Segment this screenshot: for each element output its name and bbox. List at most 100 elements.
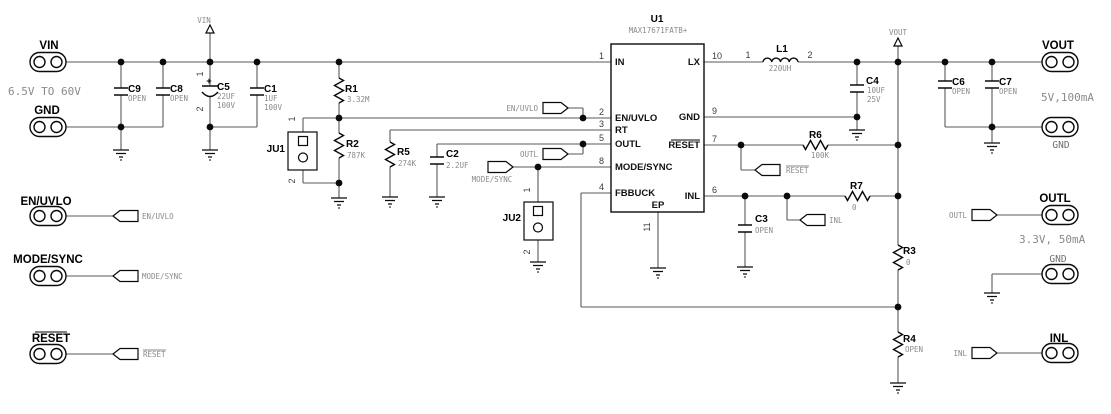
port-gnd-right-1: GND [1041,116,1079,151]
resistor-r6: R6 100K [802,130,830,160]
c8-value: OPEN [170,94,188,103]
c9-value: OPEN [128,94,146,103]
ju1-pin1: 1 [287,116,297,121]
port-en-uvlo-net-label: EN/UVLO [142,212,174,221]
r3-value: 0 [906,258,911,267]
r4-value: OPEN [905,345,923,354]
c4-value2: 25V [867,95,881,104]
c1-ref: C1 [264,84,277,95]
port-gnd-right-1-label: GND [1052,140,1069,151]
port-vin-label: VIN [39,40,58,52]
capacitor-c7: C7 OPEN [985,77,1017,96]
jumper-ju2: JU2 1 2 [503,187,554,255]
r4-ref: R4 [903,334,916,345]
c5-value1: 22UF [217,92,236,101]
ju1-ref: JU1 [267,144,286,155]
u1-pin-outl: OUTL [615,139,641,150]
u1-pin-modesync: MODE/SYNC [615,162,673,173]
jumper-ju1: JU1 1 2 [267,116,318,184]
resistor-r4: R4 OPEN [892,331,923,358]
port-en-uvlo: EN/UVLO EN/UVLO [20,196,174,227]
c3-value: OPEN [755,226,773,235]
u1-pin3-num: 3 [599,119,604,129]
capacitor-c5: + C5 22UF 100V 1 2 [195,71,236,111]
u1-pin-fbbuck: FBBUCK [615,188,655,199]
u1-pin7-num: 7 [712,134,717,144]
net-tag-mode-sync-label: MODE/SYNC [472,175,513,184]
port-outl-label: OUTL [1039,193,1070,205]
r1-value: 3.32M [347,95,370,104]
port-reset-net-label: RESET [143,350,166,359]
l1-value: 220UH [769,64,792,73]
net-tag-inl: INL [799,213,843,227]
outl-rating: 3.3V, 50mA [1019,233,1086,246]
port-reset-label: RESET [32,333,70,345]
u1-pin8-num: 8 [599,156,604,166]
u1-ref: U1 [651,14,664,25]
ground-symbols [113,129,1000,394]
u1-pin5-num: 5 [599,133,604,143]
c5-pin2: 2 [195,106,205,111]
c4-ref: C4 [866,76,879,87]
ju2-pin1: 1 [522,187,532,192]
net-tag-reset-label: RESET [786,166,809,175]
net-tag-reset: RESET [754,163,809,177]
c5-ref: C5 [217,82,230,93]
l1-ref: L1 [776,44,788,55]
port-en-uvlo-label: EN/UVLO [20,196,71,208]
u1-pin2-num: 2 [599,107,604,117]
r5-value: 274K [398,159,417,168]
r5-ref: R5 [397,147,410,158]
capacitor-c2: C2 2.2UF [430,149,469,170]
u1-pin-in: IN [615,57,625,68]
net-tag-mode-sync: MODE/SYNC [472,160,514,184]
c5-polarity-plus: + [206,76,211,86]
port-vout-label: VOUT [1042,40,1074,52]
ju2-ref: JU2 [503,213,522,224]
capacitor-c9: C9 OPEN [114,84,146,103]
resistor-r7: R7 0 [844,181,871,212]
c4-value1: 10UF [867,86,886,95]
r7-ref: R7 [850,181,863,192]
r6-value: 100K [811,151,830,160]
resistor-r5: R5 274K [384,141,417,168]
u1-pin-lx: LX [688,57,701,68]
port-inl-label: INL [1050,333,1069,345]
port-mode-sync-net-label: MODE/SYNC [142,272,183,281]
c5-value2: 100V [217,101,236,110]
capacitor-c8: C8 OPEN [156,84,188,103]
net-tag-outl-label: OUTL [520,150,539,159]
vin-power-flag: VIN [197,16,215,34]
port-mode-sync: MODE/SYNC MODE/SYNC [13,254,183,287]
c8-ref: C8 [170,84,183,95]
l1-pin1: 1 [745,50,750,60]
u1-pin6-num: 6 [712,185,717,195]
r7-value: 0 [852,203,857,212]
ju1-pin2: 2 [287,178,297,183]
port-inl: INL INL [953,333,1079,364]
net-tag-inl-label: INL [829,216,843,225]
capacitor-c3: C3 OPEN [738,214,773,235]
net-tag-en-uvlo-label: EN/UVLO [506,104,538,113]
c1-value1: 1UF [264,94,278,103]
u1-pin1-num: 1 [599,51,604,61]
u1-pin-rt: RT [615,125,628,136]
ic-u1: U1 MAX17671FATB+ 1 2 3 5 8 4 IN EN/UVLO … [599,14,722,232]
c6-ref: C6 [952,77,965,88]
inductor-l1: L1 220UH 1 2 [745,44,812,73]
port-outl: OUTL OUTL 3.3V, 50mA [949,193,1086,246]
r1-ref: R1 [345,84,358,95]
port-vout: VOUT 5V,100mA [1041,40,1094,104]
r2-value: 787K [347,151,366,160]
vout-flag-label: VOUT [889,28,908,37]
resistor-r3: R3 0 [892,244,916,271]
ju2-pin2: 2 [522,249,532,254]
c3-ref: C3 [755,214,768,225]
capacitor-c1: C1 1UF 100V [250,84,283,112]
port-mode-sync-label: MODE/SYNC [13,254,83,266]
port-inl-net-label: INL [953,349,967,358]
net-tag-en-uvlo: EN/UVLO [506,101,569,115]
u1-ep-name: EP [652,200,665,211]
u1-pin-gnd: GND [679,112,700,123]
